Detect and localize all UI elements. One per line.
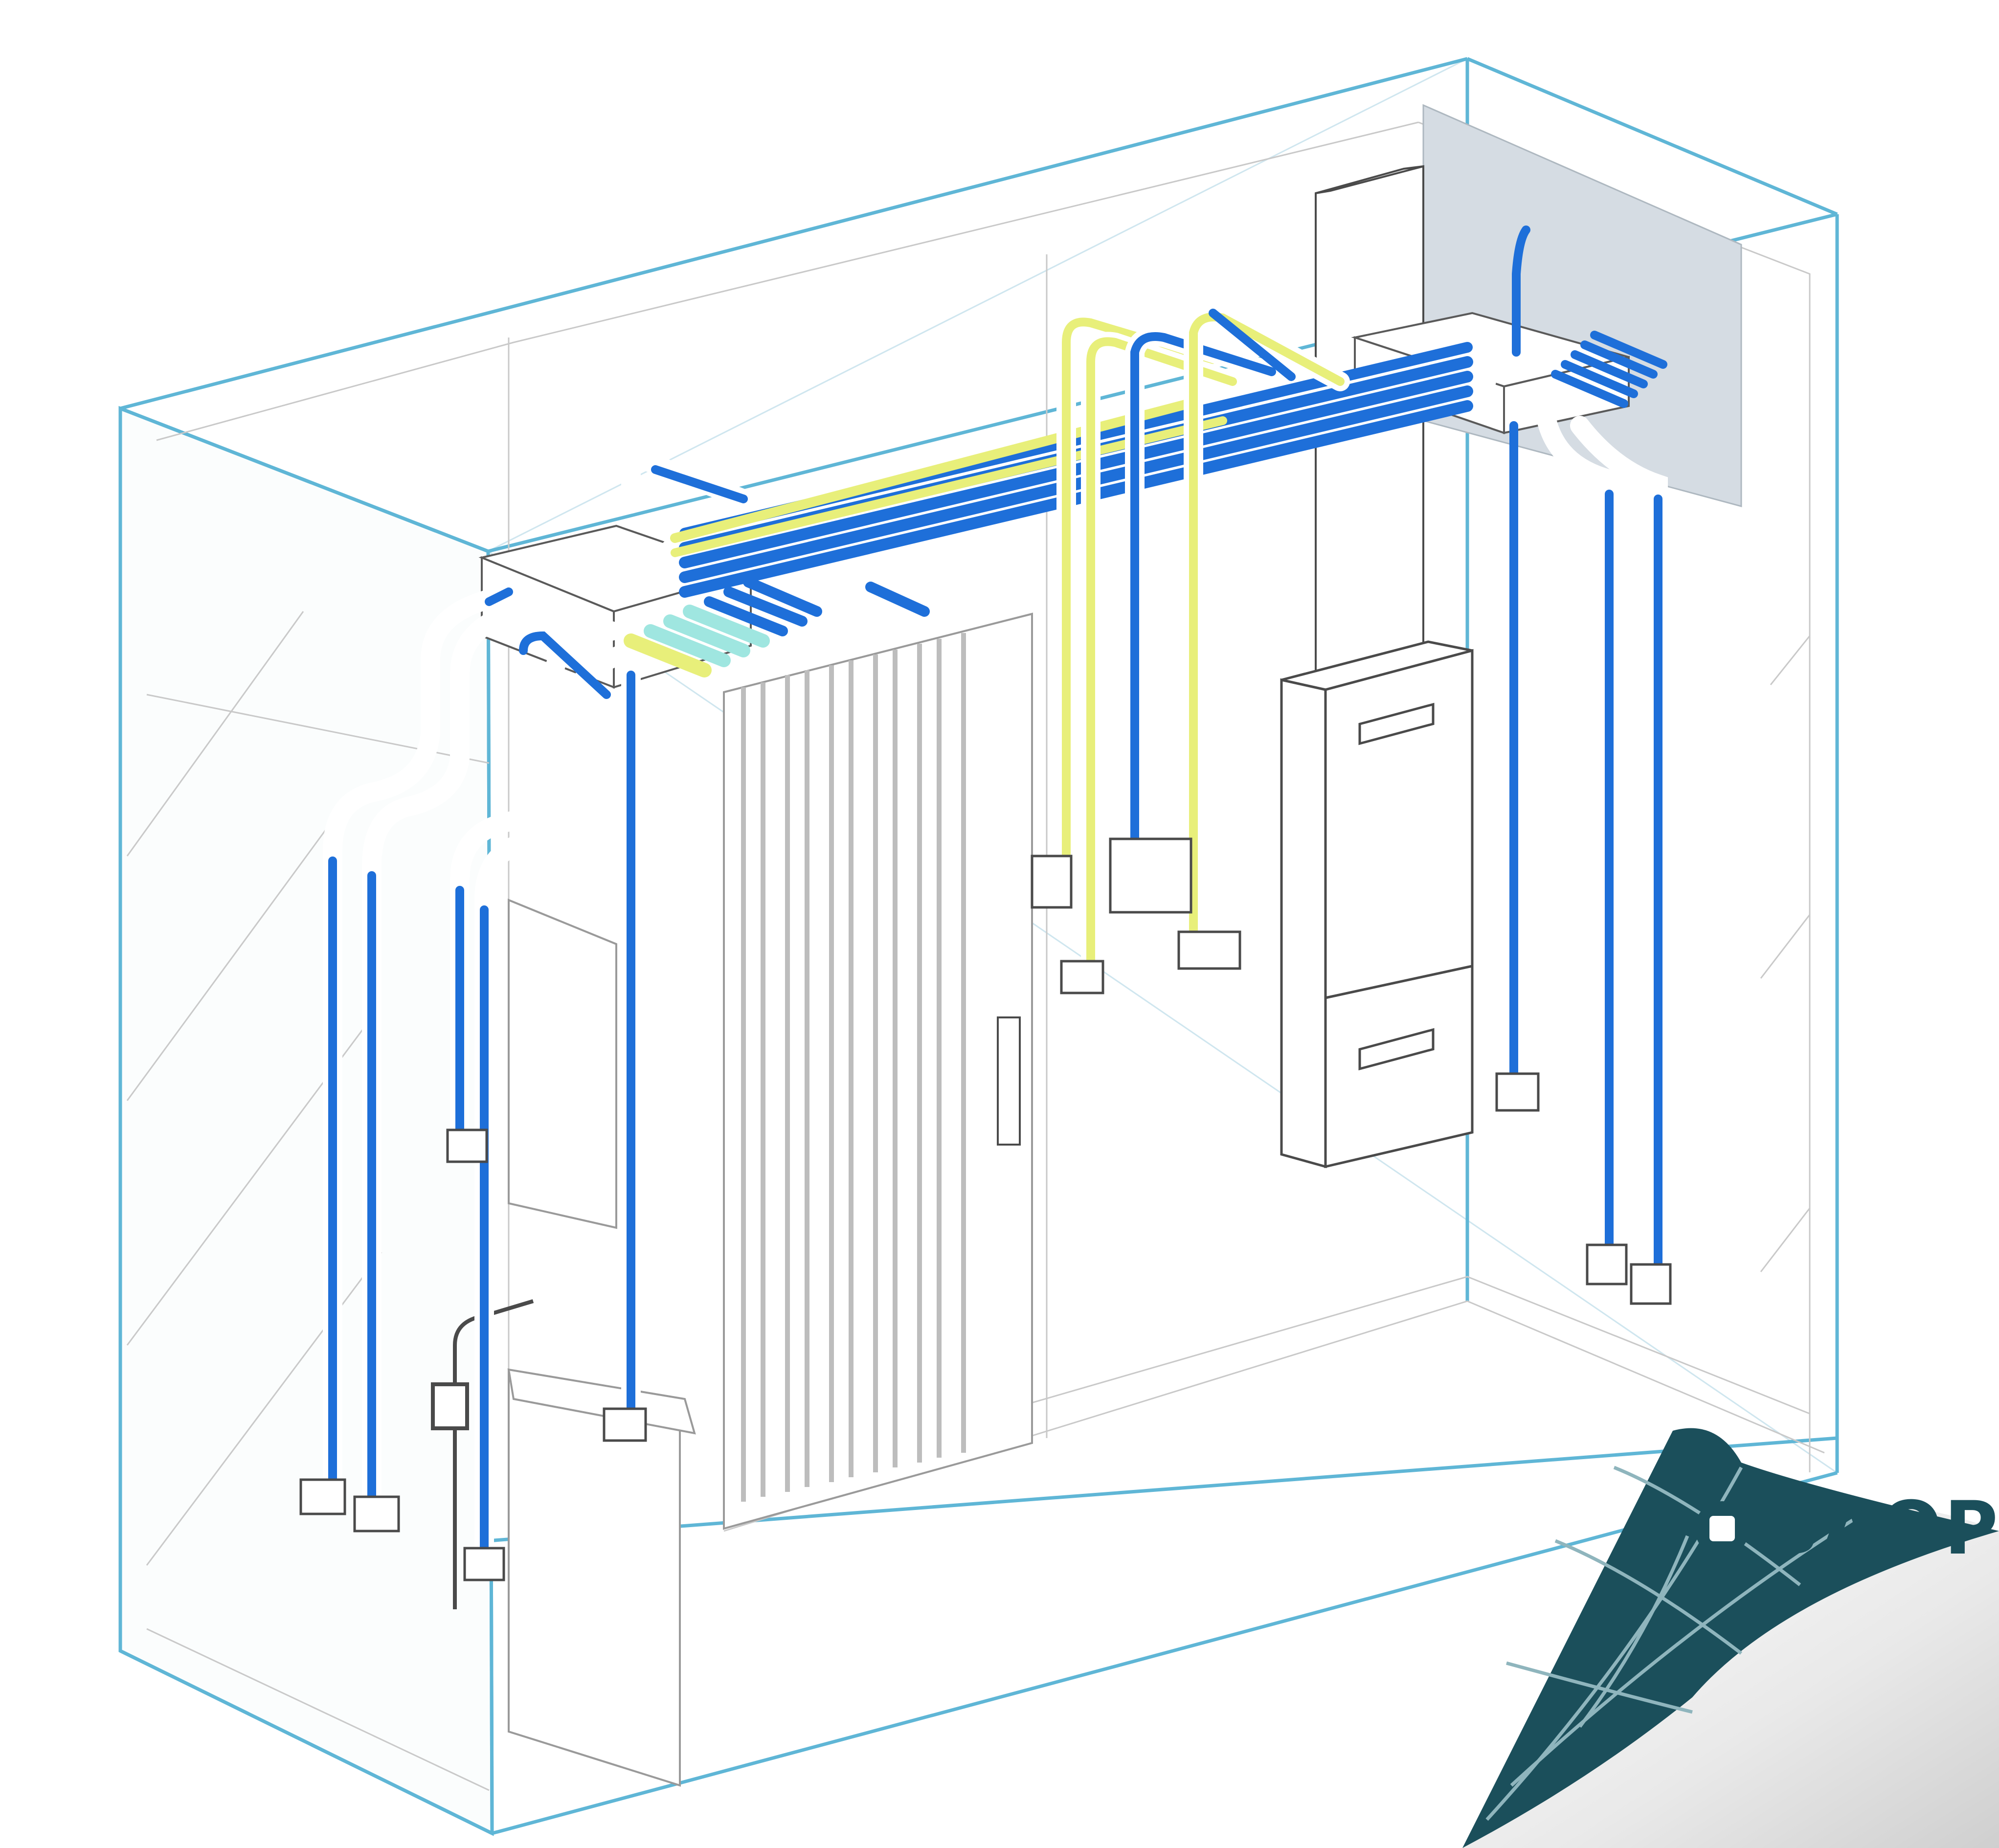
back-wall-panel	[1422, 104, 1742, 507]
outlet-box	[603, 1407, 647, 1442]
room-edge-bottom-front	[492, 1471, 1838, 1835]
right-box-stubs	[1551, 331, 1667, 408]
room-edge-left-front	[119, 406, 489, 553]
outlet-box	[1060, 960, 1104, 994]
outlet-box	[1031, 855, 1073, 909]
ceiling-risers	[621, 225, 1530, 978]
room-edge-top-right	[1466, 57, 1838, 216]
right-wall-drops	[1509, 406, 1668, 1291]
room-edge-bottom-mid	[488, 1436, 1838, 1543]
outlet-box	[1630, 1263, 1672, 1305]
outlet-box	[446, 1128, 488, 1163]
kitchen-cabinets	[507, 899, 696, 1787]
outlet-box	[463, 1547, 505, 1581]
room-edge-bottom-left	[119, 1649, 493, 1835]
left-box-stubs	[624, 577, 930, 677]
left-wall-drops	[323, 587, 646, 1575]
page-curl-corner	[1462, 1428, 1999, 1848]
cabinet-lower	[1324, 964, 1474, 1169]
door-handle	[997, 1016, 1021, 1146]
cabinet-side	[1280, 678, 1327, 1169]
display-panel	[1109, 837, 1192, 914]
room-edge-top-front	[120, 57, 1468, 410]
cabinet-handle-lower	[1358, 1028, 1435, 1071]
outlet-box	[353, 1495, 400, 1532]
brand-logo: BAOPU	[1695, 1487, 1999, 1570]
cabinet-handle-upper	[1358, 702, 1435, 745]
distribution-cabinet	[1280, 640, 1474, 1169]
outlet-box	[1177, 930, 1241, 970]
door	[723, 612, 1033, 1530]
square-in-circle-icon	[1695, 1501, 1750, 1556]
outlet-box	[299, 1478, 346, 1515]
outlet-boxes	[299, 837, 1672, 1581]
brand-name: BAOPU	[1763, 1486, 1999, 1571]
cabinet-upper	[1324, 649, 1474, 1000]
outlet-box	[1495, 1072, 1540, 1112]
outlet-box	[1586, 1243, 1628, 1285]
